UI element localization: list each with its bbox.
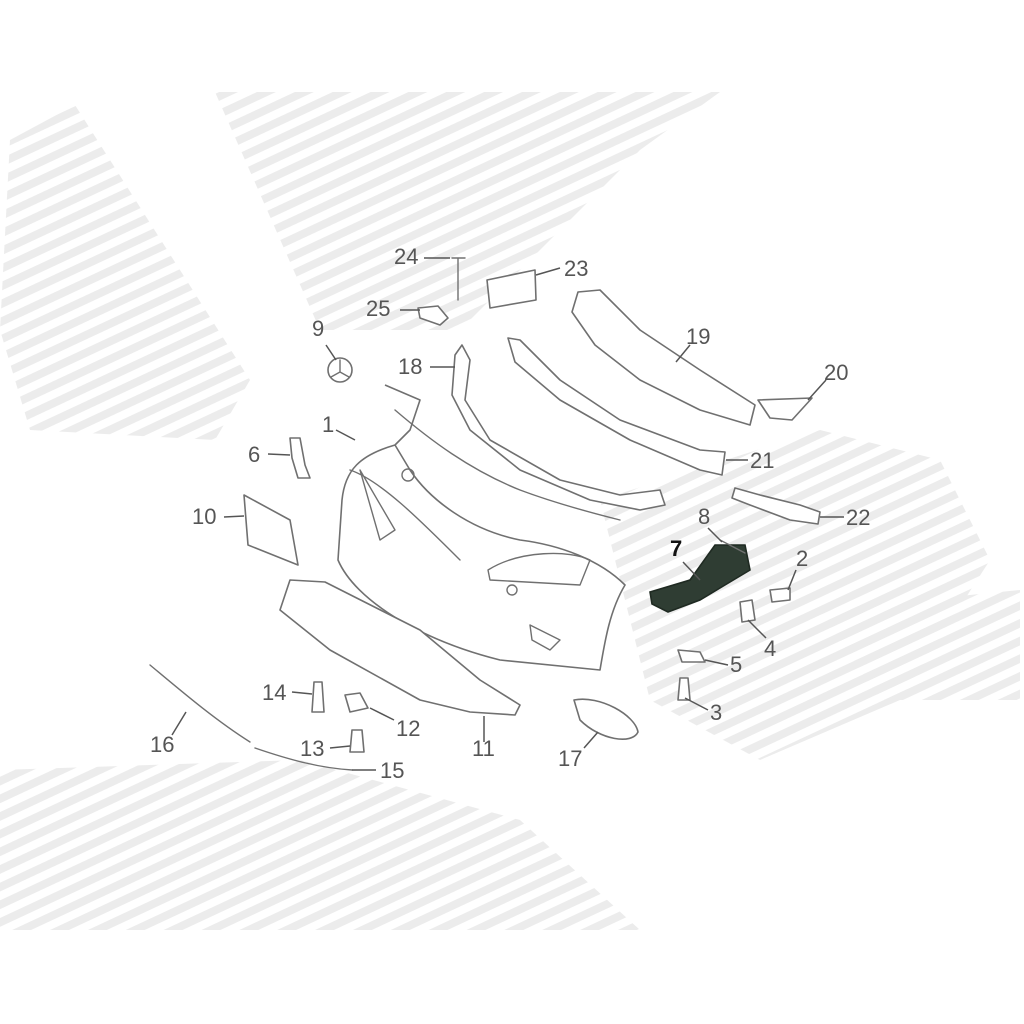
part-13-screw: [349, 729, 365, 753]
part-23-module: [486, 269, 537, 309]
part-19-energy-absorber: [571, 289, 756, 426]
callout-labels: 1 2 3 4 5 6 7 8 9 10 11 12 13 14 15 16 1…: [150, 244, 870, 783]
part-2-screw: [769, 587, 791, 603]
callout-11: 11: [472, 736, 495, 761]
part-25-clip: [417, 305, 449, 326]
part-12-clip: [344, 692, 369, 713]
leader-lines: [171, 257, 844, 771]
part-11-lower-grille: [279, 579, 521, 716]
callout-18: 18: [398, 354, 422, 379]
part-14-bolt: [311, 681, 325, 713]
callout-3: 3: [710, 700, 722, 725]
callout-2: 2: [796, 546, 808, 571]
callout-23: 23: [564, 256, 588, 281]
callout-10: 10: [192, 504, 216, 529]
part-5-clip: [677, 649, 706, 663]
callout-1: 1: [322, 412, 334, 437]
callout-16: 16: [150, 732, 174, 757]
part-16-trim-strip: [149, 664, 251, 743]
callout-22: 22: [846, 505, 870, 530]
callout-21: 21: [750, 448, 774, 473]
part-24-bolt: [451, 257, 466, 301]
callout-25: 25: [366, 296, 390, 321]
part-9-emblem: [327, 357, 353, 383]
callout-19: 19: [686, 324, 710, 349]
callout-14: 14: [262, 680, 286, 705]
part-15-trim-strip: [254, 747, 353, 771]
callout-9: 9: [312, 316, 324, 341]
part-10-plate-holder: [243, 494, 299, 566]
callout-4: 4: [764, 636, 776, 661]
part-18-upper-bracket: [451, 344, 666, 511]
part-3-screw: [677, 677, 691, 701]
part-17-fog-grille: [573, 698, 639, 740]
part-1-bumper-cover: [337, 384, 626, 671]
callout-20: 20: [824, 360, 848, 385]
callout-7: 7: [670, 536, 682, 561]
part-20-end-piece: [757, 397, 813, 421]
part-21-impact-bar: [507, 337, 726, 476]
callout-17: 17: [558, 746, 582, 771]
callout-24: 24: [394, 244, 418, 269]
callout-12: 12: [396, 716, 420, 741]
callout-15: 15: [380, 758, 404, 783]
callout-5: 5: [730, 652, 742, 677]
watermark-logo: [0, 92, 1020, 930]
part-22-side-bracket: [731, 487, 821, 525]
callout-8: 8: [698, 504, 710, 529]
part-6-bracket: [289, 437, 311, 479]
part-8-seal: [719, 539, 746, 554]
part-7-highlighted-bracket: [649, 544, 751, 613]
callout-13: 13: [300, 736, 324, 761]
callout-6: 6: [248, 442, 260, 467]
part-4-nut: [739, 599, 756, 623]
